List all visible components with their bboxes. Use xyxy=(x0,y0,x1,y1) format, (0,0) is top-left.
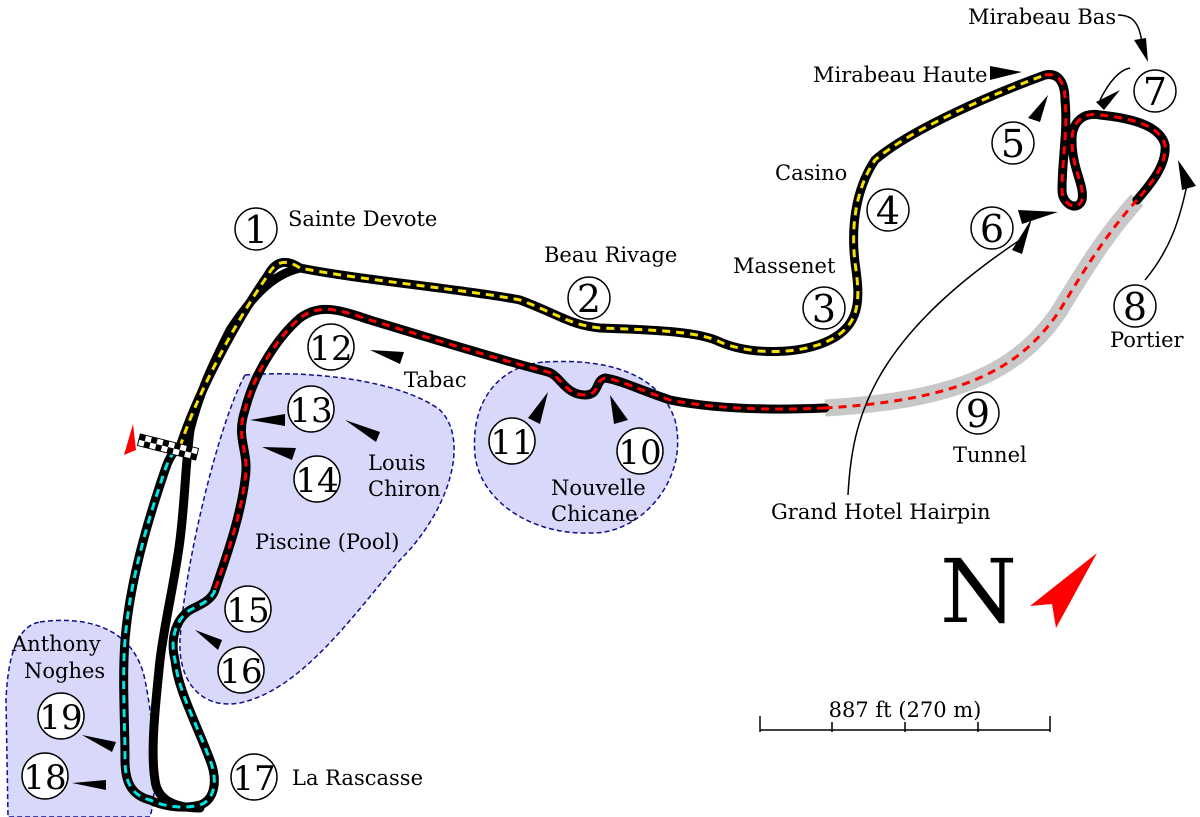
scale-bar xyxy=(759,716,1051,732)
corner-number-13: 13 xyxy=(289,391,332,431)
label-grand-hotel-hairpin: Grand Hotel Hairpin xyxy=(771,500,990,524)
corner-circles xyxy=(21,69,1177,801)
north-arrow-icon xyxy=(1030,553,1097,628)
sector2-line-tunnel xyxy=(824,198,1139,410)
corner-number-15: 15 xyxy=(226,591,269,631)
zone-nouvelle-chicane xyxy=(473,360,679,534)
start-finish-line xyxy=(136,433,200,461)
corner-number-17: 17 xyxy=(232,759,275,799)
north-label: N xyxy=(940,540,1017,643)
corner-number-5: 5 xyxy=(1001,122,1025,166)
corner-number-2: 2 xyxy=(577,277,601,321)
pointer-arrows xyxy=(72,38,1196,790)
direction-arrow-icon xyxy=(124,424,136,455)
corner-number-19: 19 xyxy=(39,698,82,738)
label-la-rascasse: La Rascasse xyxy=(292,766,423,790)
sector2-line-b xyxy=(213,307,826,591)
label-beau-rivage: Beau Rivage xyxy=(544,243,677,267)
corner-number-1: 1 xyxy=(244,208,268,252)
sector3-line xyxy=(122,445,217,809)
label-sainte-devote: Sainte Devote xyxy=(288,207,437,231)
label-noghes: Noghes xyxy=(24,659,105,683)
label-mirabeau-haute: Mirabeau Haute xyxy=(813,63,988,87)
label-chicane: Chicane xyxy=(551,502,638,526)
corner-number-11: 11 xyxy=(490,423,533,463)
corner-number-14: 14 xyxy=(295,461,338,501)
label-chiron: Chiron xyxy=(368,477,441,501)
label-louis: Louis xyxy=(368,451,426,475)
label-casino: Casino xyxy=(775,161,847,185)
corner-number-12: 12 xyxy=(309,329,352,369)
sector1-line xyxy=(178,73,1046,448)
scale-bar-label: 887 ft (270 m) xyxy=(829,698,982,722)
label-anthony: Anthony xyxy=(11,632,101,656)
label-tabac: Tabac xyxy=(404,368,467,392)
label-tunnel: Tunnel xyxy=(953,443,1027,467)
label-piscine: Piscine (Pool) xyxy=(255,530,399,554)
corner-number-6: 6 xyxy=(980,207,1004,251)
label-massenet: Massenet xyxy=(733,254,836,278)
corner-number-10: 10 xyxy=(618,433,661,473)
sector2-line-a xyxy=(1044,73,1167,208)
corner-number-9: 9 xyxy=(966,392,990,436)
label-nouvelle: Nouvelle xyxy=(551,476,646,500)
corner-number-8: 8 xyxy=(1123,285,1147,329)
corner-number-3: 3 xyxy=(812,287,836,331)
corner-number-7: 7 xyxy=(1143,70,1167,114)
label-mirabeau-bas: Mirabeau Bas xyxy=(968,5,1116,29)
pointer-lines xyxy=(847,14,1189,496)
corner-number-16: 16 xyxy=(219,652,262,692)
label-portier: Portier xyxy=(1110,328,1185,352)
corner-number-4: 4 xyxy=(876,189,900,233)
corner-number-18: 18 xyxy=(23,758,66,798)
